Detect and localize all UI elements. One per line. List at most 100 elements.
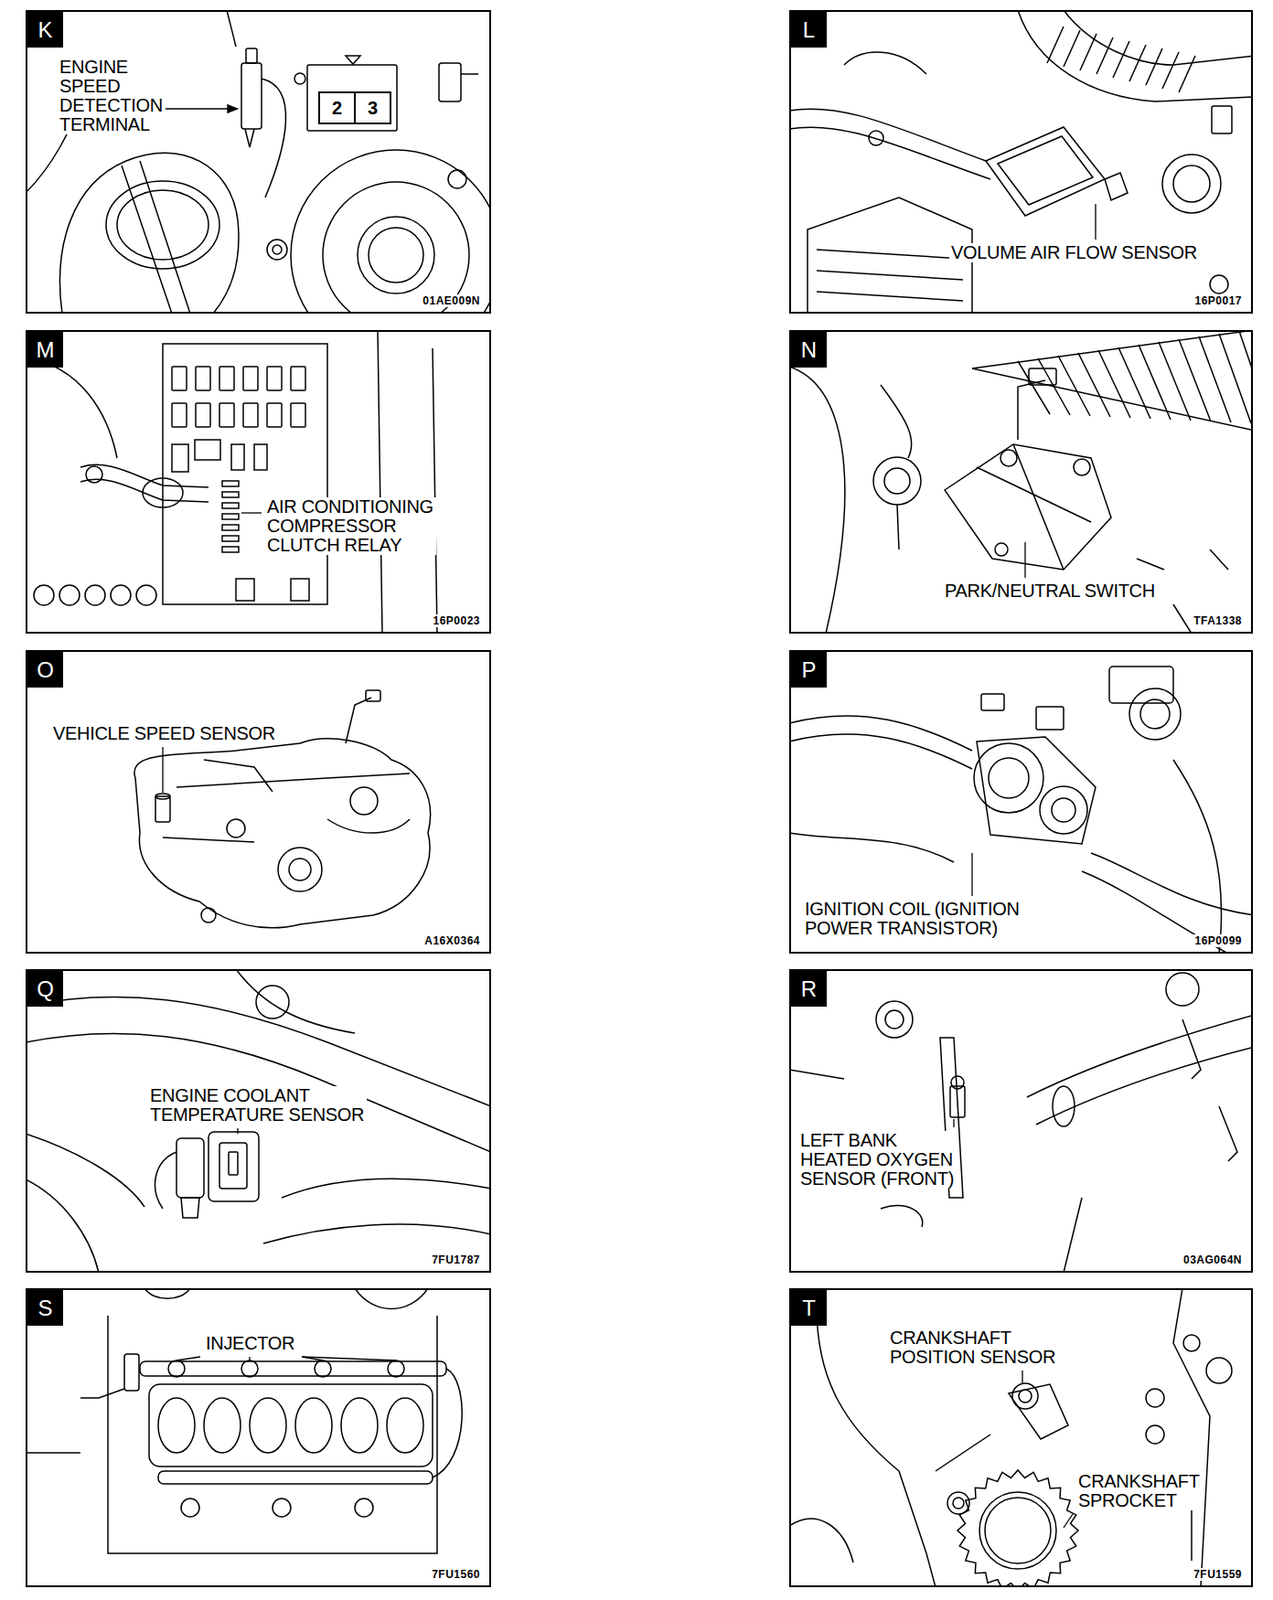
illustration-line <box>1162 154 1221 214</box>
figure-panel: OVEHICLE SPEED SENSORA16X0364 <box>25 650 492 954</box>
illustration-line <box>263 1224 492 1244</box>
illustration-line <box>844 52 927 75</box>
illustration-line <box>1112 41 1130 78</box>
panel-illustration <box>25 969 492 1273</box>
illustration-line <box>245 128 255 148</box>
illustration-line <box>1047 26 1064 64</box>
illustration-line <box>1173 759 1222 954</box>
illustration-line <box>1017 10 1253 102</box>
illustration-line <box>219 366 235 391</box>
illustration-line <box>1145 48 1163 86</box>
illustration-line <box>354 1498 374 1518</box>
figure-code: 03AG064N <box>1181 1253 1244 1267</box>
illustration-line <box>290 366 306 391</box>
figure-panel: PIGNITION COIL (IGNITION POWER TRANSISTO… <box>789 650 1253 954</box>
illustration-line <box>194 439 221 460</box>
illustration-line <box>222 535 239 542</box>
illustration-line <box>1052 1086 1075 1127</box>
illustration-line <box>789 1069 845 1080</box>
panel-letter: L <box>791 11 827 48</box>
panel-letter: Q <box>27 971 64 1007</box>
illustration-line <box>789 734 973 770</box>
illustration-line <box>235 969 355 1034</box>
illustration-line <box>460 73 479 75</box>
part-label: CRANKSHAFT SPROCKET <box>1076 1472 1200 1511</box>
illustration-line <box>1158 342 1191 421</box>
illustration-line <box>1198 336 1231 423</box>
illustration-line <box>294 73 306 85</box>
illustration-line <box>1058 355 1091 417</box>
illustration-line <box>1145 1425 1165 1445</box>
illustration-line <box>1000 449 1017 467</box>
panel-illustration <box>789 330 1253 634</box>
illustration-line <box>1039 786 1088 835</box>
illustration-line <box>1051 798 1076 823</box>
illustration-line <box>1211 106 1232 134</box>
figure-panel: RLEFT BANK HEATED OXYGEN SENSOR (FRONT)0… <box>789 969 1253 1273</box>
illustration-line <box>235 578 255 601</box>
illustration-line <box>201 908 216 923</box>
illustration-line <box>994 543 1008 557</box>
figure-code: 7FU1559 <box>1191 1568 1244 1582</box>
panel-letter: K <box>27 11 64 48</box>
illustration-line <box>290 578 310 601</box>
illustration-line <box>1036 1047 1253 1125</box>
illustration-line <box>1182 1019 1201 1080</box>
panel-letter: R <box>791 971 827 1007</box>
illustration-line <box>345 55 361 65</box>
illustration-line <box>121 165 172 314</box>
illustration-line <box>386 1398 424 1454</box>
illustration-line <box>1080 33 1097 71</box>
figure-panel: SINJECTOR7FU1560 <box>25 1288 492 1588</box>
illustration-line <box>219 1143 247 1189</box>
illustration-line <box>25 357 118 459</box>
figure-code: 16P0023 <box>430 614 482 628</box>
illustration-line <box>1138 344 1171 420</box>
illustration-line <box>1098 350 1131 418</box>
illustration-line <box>162 343 328 605</box>
illustration-line <box>25 1452 81 1455</box>
illustration-line <box>278 847 322 892</box>
figure-code: TFA1338 <box>1191 614 1244 628</box>
illustration-line <box>985 127 1105 216</box>
illustration-line <box>181 1498 200 1518</box>
panel-letter: S <box>27 1290 64 1327</box>
leader-line <box>1021 1370 1023 1384</box>
part-label: PARK/NEUTRAL SWITCH <box>942 581 1158 601</box>
illustration-line <box>357 216 435 294</box>
illustration-line <box>880 385 912 459</box>
illustration-line <box>124 1354 140 1391</box>
leader-line <box>952 1119 954 1128</box>
terminal-box: 3 <box>353 91 392 125</box>
illustration-line <box>80 464 209 488</box>
illustration-line <box>951 1076 964 1090</box>
illustration-line <box>85 466 103 483</box>
illustration-line <box>158 1398 195 1454</box>
illustration-line <box>1109 666 1174 704</box>
illustration-line <box>1096 37 1113 75</box>
illustration-line <box>241 63 262 129</box>
illustration-line <box>432 1369 462 1478</box>
illustration-line <box>1136 558 1165 570</box>
leader-line <box>971 853 973 897</box>
illustration-line <box>884 468 910 494</box>
illustration-line <box>868 130 884 146</box>
illustration-line <box>226 819 246 838</box>
leader-line <box>301 1357 396 1361</box>
illustration-line <box>387 1360 405 1378</box>
illustration-line <box>988 758 1029 799</box>
illustration-line <box>222 481 239 487</box>
illustration-line <box>25 1179 99 1273</box>
illustration-line <box>267 403 282 428</box>
panel-letter: O <box>27 652 64 688</box>
illustration-line <box>243 366 258 391</box>
illustration-line <box>171 403 187 428</box>
illustration-line <box>789 127 991 180</box>
illustration-line <box>1178 55 1196 93</box>
illustration-line <box>272 1498 291 1518</box>
illustration-line <box>176 1138 204 1199</box>
illustration-line <box>243 403 258 428</box>
illustration-line <box>314 1360 332 1378</box>
illustration-line <box>171 444 189 472</box>
figure-panel: QENGINE COOLANT TEMPERATURE SENSOR7FU178… <box>25 969 492 1273</box>
